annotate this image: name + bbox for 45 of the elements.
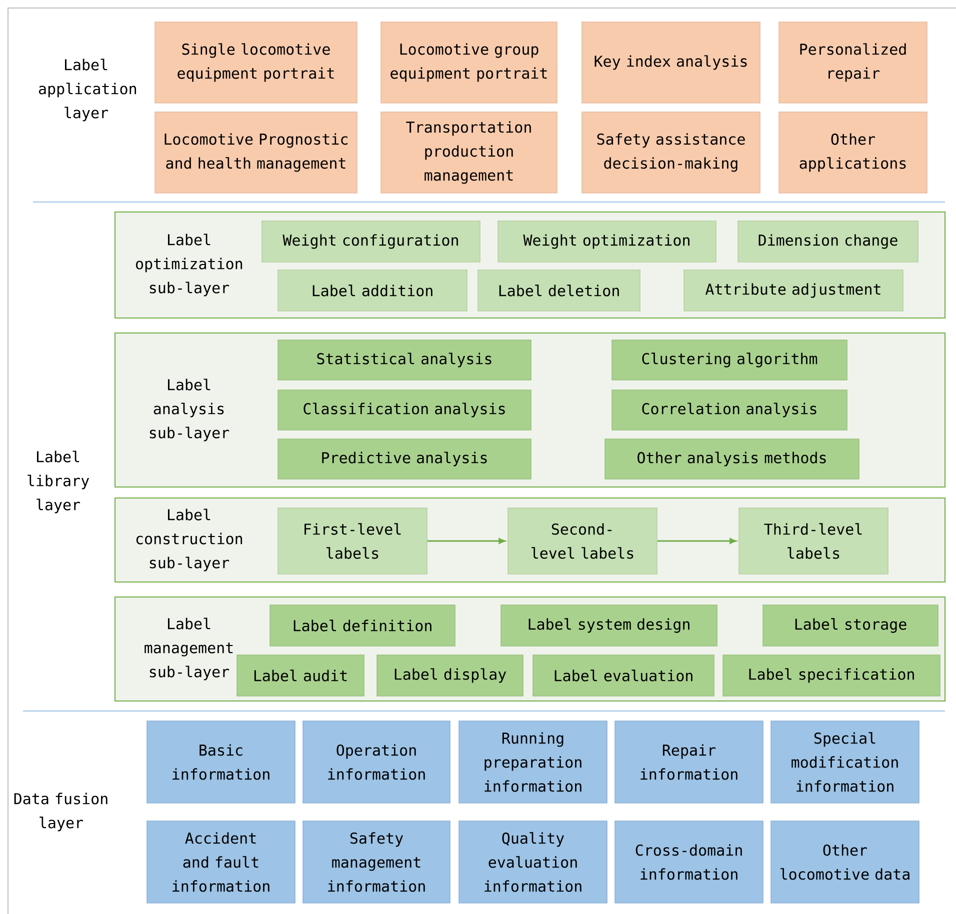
method-box: Weight configuration bbox=[262, 220, 480, 262]
layer-label: Label library layer bbox=[28, 450, 89, 514]
application-box: Transportation production management bbox=[380, 112, 558, 194]
method-box: Attribute adjustment bbox=[684, 270, 904, 312]
method-box: Label audit bbox=[236, 654, 364, 696]
data-box: Other locomotive data bbox=[770, 820, 920, 904]
application-box: Locomotive group equipment portrait bbox=[380, 22, 558, 104]
data-box: Special modification information bbox=[770, 720, 920, 804]
application-box: Other applications bbox=[778, 112, 928, 194]
method-box: Label definition bbox=[270, 604, 456, 646]
data-box: Cross-domain information bbox=[614, 820, 764, 904]
method-box: Label evaluation bbox=[532, 654, 714, 696]
method-box: Dimension change bbox=[738, 220, 918, 262]
method-box: Weight optimization bbox=[498, 220, 716, 262]
application-box: Personalized repair bbox=[778, 22, 928, 104]
application-box: Safety assistance decision-making bbox=[582, 112, 760, 194]
method-box: Second-level labels bbox=[508, 508, 658, 574]
method-box: Label system design bbox=[500, 604, 718, 646]
data-box: Running preparation information bbox=[458, 720, 608, 804]
layer-label: Label application layer bbox=[38, 58, 136, 122]
method-box: Label addition bbox=[278, 270, 468, 312]
method-box: Statistical analysis bbox=[278, 340, 532, 380]
method-box: Other analysis methods bbox=[604, 438, 860, 480]
data-box: Safety management information bbox=[302, 820, 450, 904]
data-box: Operation information bbox=[302, 720, 450, 804]
arrow bbox=[657, 538, 736, 544]
method-box: Predictive analysis bbox=[278, 438, 532, 480]
method-box: Label deletion bbox=[478, 270, 640, 312]
data-box: Repair information bbox=[614, 720, 764, 804]
method-box: First-level labels bbox=[278, 508, 428, 574]
method-box: Label specification bbox=[722, 654, 940, 696]
arrow bbox=[427, 538, 506, 544]
method-box: Clustering algorithm bbox=[612, 340, 848, 380]
application-box: Single locomotive equipment portrait bbox=[154, 22, 358, 104]
method-box: Third-level labels bbox=[738, 508, 888, 574]
data-box: Accident and fault information bbox=[146, 820, 296, 904]
data-box: Quality evaluation information bbox=[458, 820, 608, 904]
application-box: Locomotive Prognostic and health management bbox=[154, 112, 358, 194]
layer-label: Data fusion layer bbox=[14, 792, 108, 832]
method-box: Label storage bbox=[762, 604, 938, 646]
application-box: Key index analysis bbox=[582, 22, 760, 104]
method-box: Label display bbox=[376, 654, 524, 696]
method-box: Classification analysis bbox=[278, 390, 532, 430]
data-box: Basic information bbox=[146, 720, 296, 804]
method-box: Correlation analysis bbox=[612, 390, 848, 430]
